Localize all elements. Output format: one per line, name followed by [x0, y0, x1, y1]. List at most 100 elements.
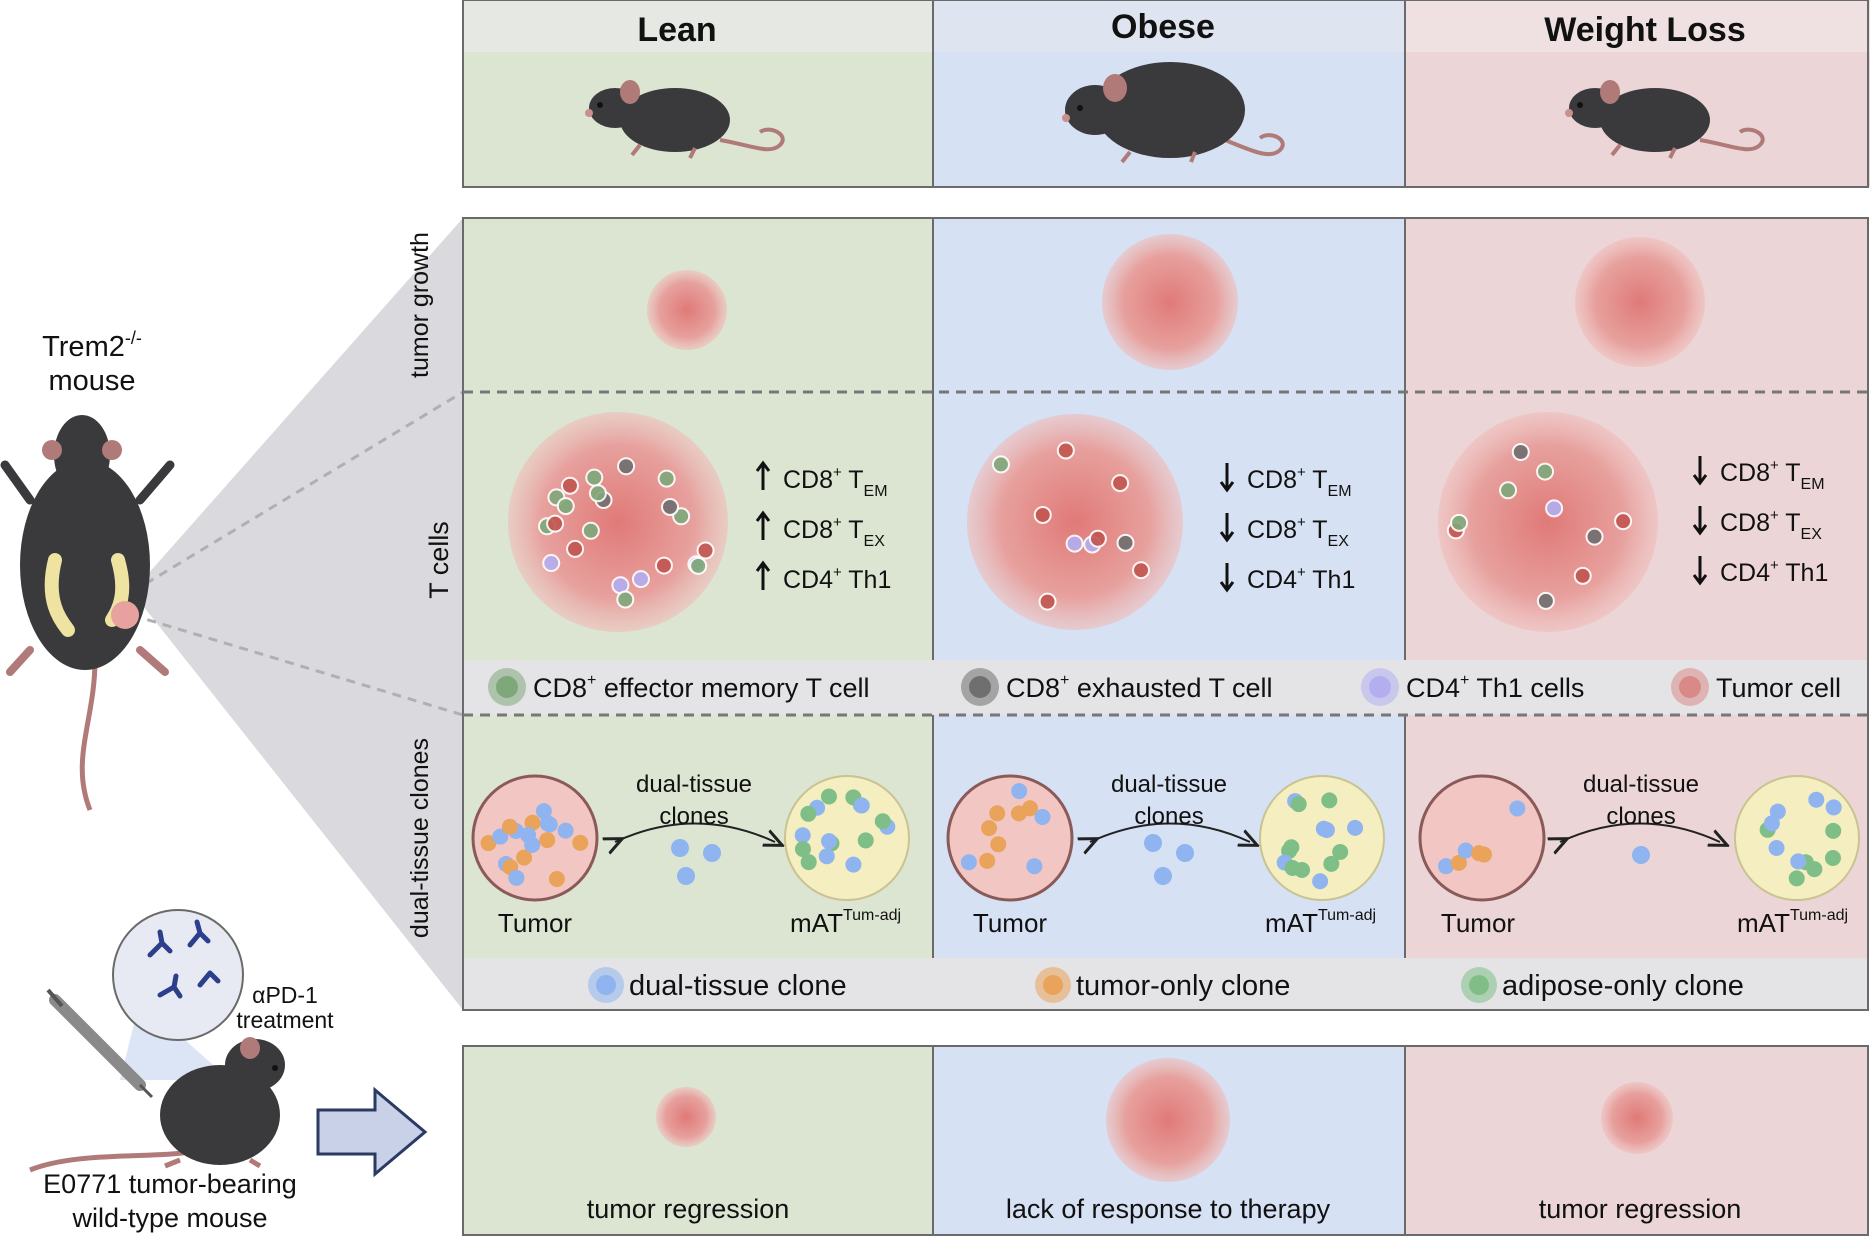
- row-label-tumor-growth: tumor growth: [406, 232, 434, 378]
- row-label-t-cells: T cells: [424, 521, 454, 599]
- tumor-label-lean: Tumor: [498, 908, 572, 938]
- svg-text:CD8+ effector memory T cell: CD8+ effector memory T cell: [533, 672, 869, 703]
- treatment-drug: αPD-1: [252, 982, 318, 1008]
- tcell-tumor-obese: [967, 414, 1183, 630]
- up-arrow-icon: [755, 460, 771, 490]
- tumor-label-wl: Tumor: [1441, 908, 1515, 938]
- cell-dot: [631, 570, 650, 589]
- clone-dot: [1808, 791, 1825, 808]
- lean-mouse-icon: [585, 80, 785, 159]
- cell-dot: [566, 539, 585, 558]
- cell-dot: [1065, 534, 1084, 553]
- svg-text:CD4+ Th1: CD4+ Th1: [783, 564, 891, 594]
- clone-dot: [1034, 808, 1051, 825]
- cell-dot: [585, 468, 604, 487]
- clone-dot: [1312, 873, 1329, 890]
- svg-text:dual-tissue clone: dual-tissue clone: [629, 970, 847, 1002]
- arrow-label-lean-1: dual-tissue: [636, 771, 752, 798]
- wild-type-mouse-line1: E0771 tumor-bearing: [43, 1169, 297, 1199]
- adipose-label-wl: mATTum-adj: [1737, 907, 1848, 938]
- clone-dot: [1457, 842, 1474, 859]
- clone-dot: [508, 869, 525, 886]
- clone-dot: [492, 828, 509, 845]
- clone-dot: [794, 827, 811, 844]
- svg-text:mouse: mouse: [48, 365, 135, 397]
- tcell-change-weight_loss-2: CD4+ Th1: [1692, 556, 1828, 587]
- cell-legend-item-1: CD8+ exhausted T cell: [961, 668, 1273, 706]
- cell-dot: [1536, 591, 1555, 610]
- cell-dot: [991, 455, 1010, 474]
- tumor-label-obese: Tumor: [973, 908, 1047, 938]
- tcell-change-lean-2: CD4+ Th1: [755, 560, 891, 594]
- svg-text:tumor-only clone: tumor-only clone: [1076, 970, 1290, 1002]
- migrating-clone-dot: [1176, 844, 1194, 862]
- cell-dot: [1614, 512, 1633, 531]
- outcome-tumor-lean: [656, 1087, 716, 1147]
- svg-text:CD4+ Th1 cells: CD4+ Th1 cells: [1406, 672, 1584, 703]
- clone-dot: [845, 856, 862, 873]
- migrating-clone-dot: [671, 839, 689, 857]
- clone-dot: [1011, 783, 1028, 800]
- cell-dot: [1088, 529, 1107, 548]
- down-arrow-icon: [1219, 513, 1235, 543]
- svg-text:CD8+ TEM: CD8+ TEM: [1247, 464, 1352, 500]
- clone-dot: [1824, 849, 1841, 866]
- svg-text:CD8+ TEM: CD8+ TEM: [783, 464, 888, 500]
- cell-dot: [661, 497, 680, 516]
- clone-dot: [1768, 840, 1785, 857]
- clone-dot: [1509, 800, 1526, 817]
- down-arrow-icon: [1692, 456, 1708, 486]
- clone-dot: [541, 816, 558, 833]
- tcell-dots: [537, 441, 1633, 611]
- cell-dot: [696, 541, 715, 560]
- adipose-label-obese: mATTum-adj: [1265, 907, 1376, 938]
- outcome-tumor-weight-loss: [1601, 1082, 1673, 1154]
- cell-dot: [617, 457, 636, 476]
- clone-dot: [535, 803, 552, 820]
- arrow-label-wl-2: clones: [1606, 803, 1675, 830]
- clone-dot: [524, 836, 541, 853]
- cell-dot: [542, 554, 561, 573]
- svg-text:CD4+ Th1: CD4+ Th1: [1720, 557, 1828, 587]
- tcell-change-obese-2: CD4+ Th1: [1219, 563, 1355, 594]
- clone-dot: [1471, 845, 1488, 862]
- clone-dot: [800, 805, 817, 822]
- cell-dot: [1038, 592, 1057, 611]
- clone-labels: dual-tissue clones dual-tissue clones du…: [498, 771, 1848, 938]
- clone-dot: [794, 841, 811, 858]
- down-arrow-icon: [1692, 556, 1708, 586]
- migrating-clone-dot: [703, 844, 721, 862]
- tcell-tumor-lean: [508, 412, 728, 632]
- cell-dot: [654, 556, 673, 575]
- svg-text:CD8+ TEM: CD8+ TEM: [1720, 457, 1825, 493]
- clone-dot: [516, 849, 533, 866]
- treatment-word: treatment: [236, 1007, 334, 1033]
- tcell-change-lean-0: CD8+ TEM: [755, 460, 888, 500]
- group-title-weight-loss: Weight Loss: [1544, 11, 1746, 49]
- clone-dot: [1347, 819, 1364, 836]
- down-arrow-icon: [1692, 506, 1708, 536]
- migrating-clone-dot: [677, 867, 695, 885]
- clone-dot: [1021, 800, 1038, 817]
- clone-dot: [820, 788, 837, 805]
- cell-legend-item-0: CD8+ effector memory T cell: [488, 668, 869, 706]
- clone-dot: [1438, 858, 1455, 875]
- trem2-mouse-icon: [0, 415, 175, 811]
- cell-dot: [1116, 533, 1135, 552]
- wild-type-mouse-line2: wild-type mouse: [71, 1203, 267, 1233]
- tumor-obese: [1102, 234, 1238, 370]
- clone-dot: [1284, 859, 1301, 876]
- arrow-label-wl-1: dual-tissue: [1583, 771, 1699, 798]
- arrow-label-obese-1: dual-tissue: [1111, 771, 1227, 798]
- cell-dot: [1111, 474, 1130, 493]
- clone-dot: [1825, 822, 1842, 839]
- svg-text:Trem2-/-: Trem2-/-: [42, 328, 142, 363]
- syringe-icon: [46, 988, 154, 1099]
- clone-dot: [572, 834, 589, 851]
- wild-type-mouse-icon: [29, 1037, 285, 1173]
- clone-dot: [1763, 815, 1780, 832]
- clone-dot: [1323, 855, 1340, 872]
- clone-dot: [960, 854, 977, 871]
